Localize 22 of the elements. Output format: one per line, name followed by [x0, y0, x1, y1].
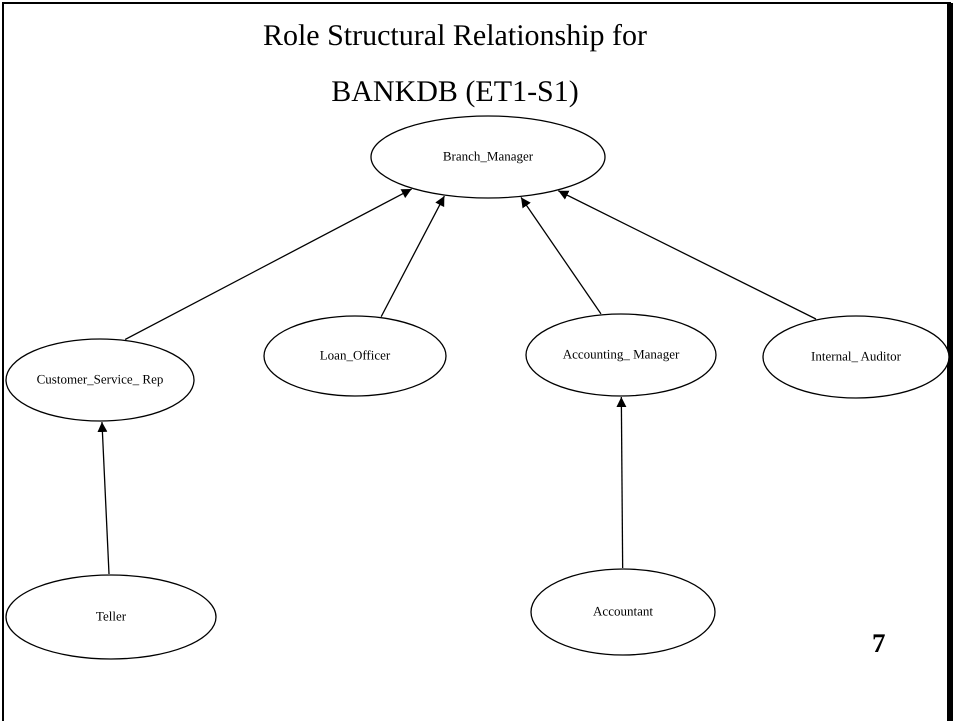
role-name: Loan_Officer [318, 346, 392, 365]
role-ellipse [525, 313, 717, 397]
role-name: Accountant [592, 602, 654, 621]
role-ellipse [263, 315, 447, 397]
arrow [520, 196, 602, 314]
role-ellipse [5, 574, 217, 660]
arrow [616, 397, 626, 568]
arrow [558, 190, 816, 320]
role-name: Customer_Service_ Rep [36, 370, 164, 389]
role-ellipse [5, 338, 195, 422]
arrow [124, 188, 412, 340]
role-name: Internal_ Auditor [810, 348, 902, 366]
role-ellipse [762, 315, 950, 399]
role-ellipse [530, 568, 716, 656]
arrow [97, 422, 110, 574]
role-name: Accounting_ Manager [562, 346, 680, 364]
role-name: Teller [94, 608, 128, 626]
page-number: 7 [872, 628, 886, 659]
title: Role Structural Relationship for BANKDB (ET1-S1) [262, 18, 648, 110]
role-ellipse [370, 115, 606, 199]
arrow [380, 196, 445, 317]
role-name: Branch_Manager [442, 148, 534, 166]
